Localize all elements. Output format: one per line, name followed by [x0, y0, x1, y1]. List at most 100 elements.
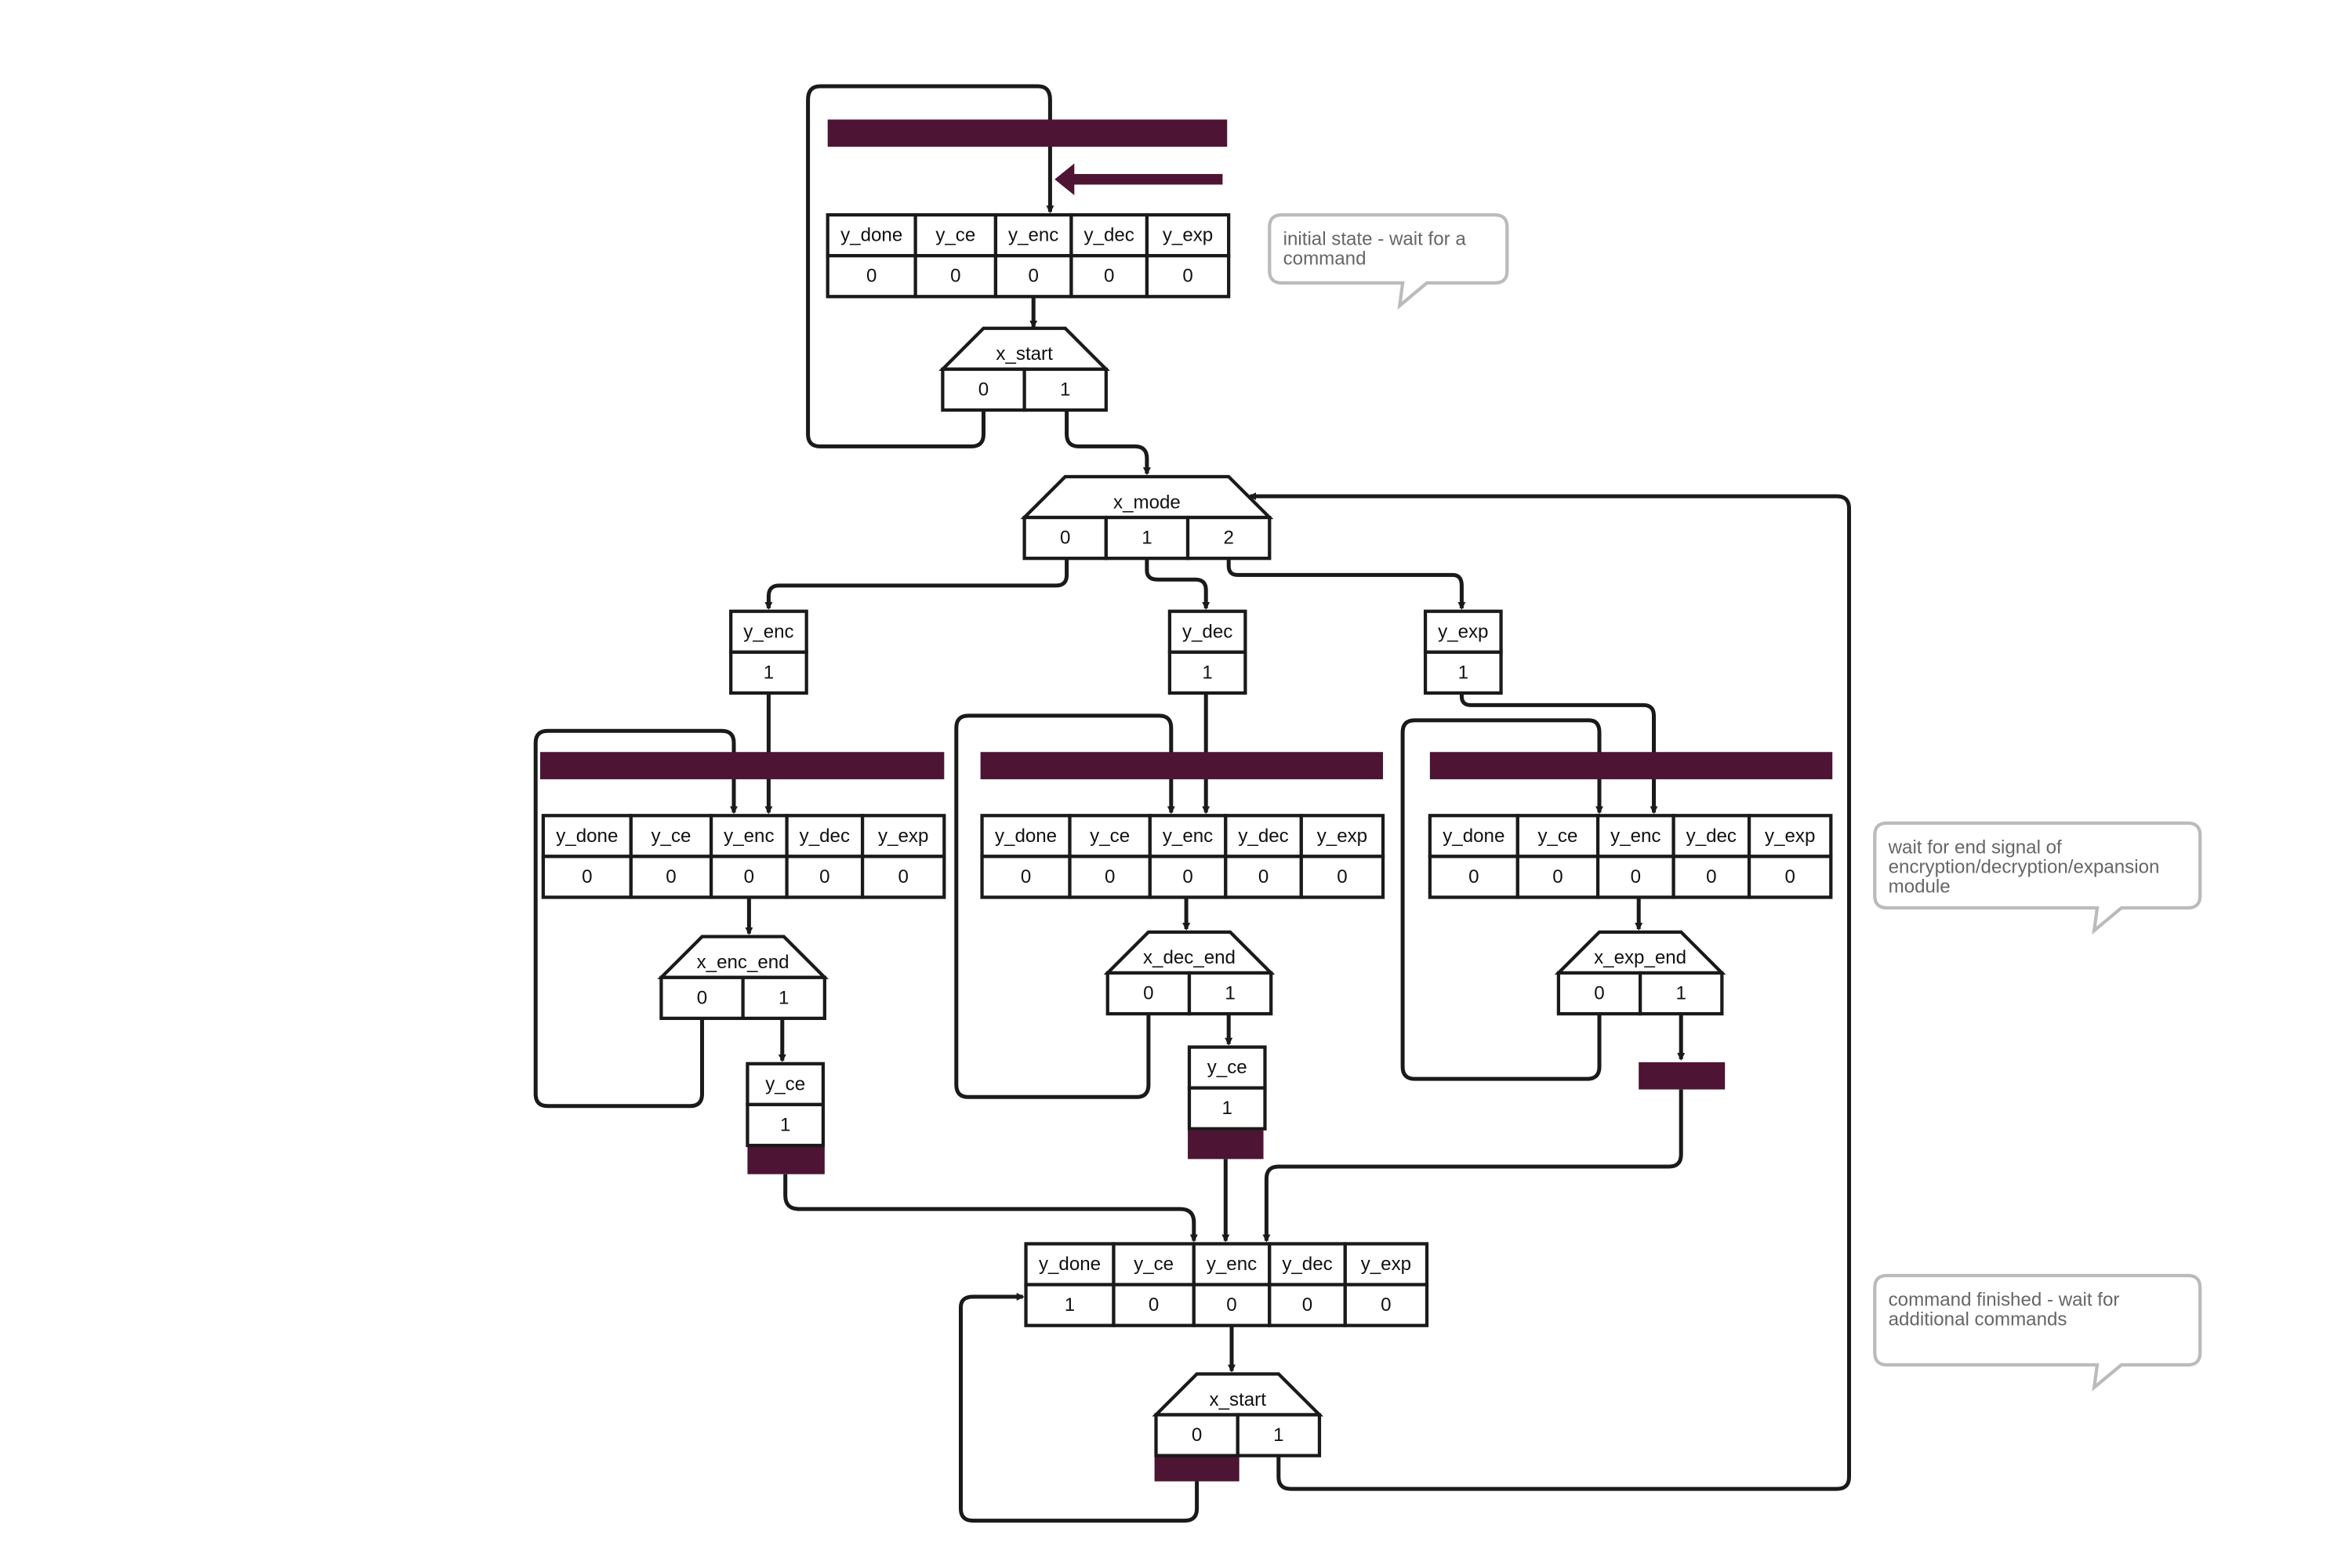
- output-name-y_enc: y_enc: [1610, 826, 1661, 847]
- state-bars: [540, 119, 1833, 1482]
- condition-name: x_start: [1210, 1389, 1267, 1410]
- output-name-y_dec: y_dec: [1686, 826, 1737, 847]
- output-name-y_enc: y_enc: [724, 826, 774, 847]
- condition-name: x_exp_end: [1594, 947, 1686, 968]
- callout-bubble: [1873, 1273, 2202, 1392]
- state-value-cell: [1268, 1283, 1347, 1327]
- loop-enc-end-0: [533, 728, 738, 1109]
- start-1-to-mode: [1065, 410, 1151, 476]
- branch-cell: [1187, 971, 1273, 1016]
- output-value-y_dec: 0: [1104, 266, 1114, 287]
- output-name-y_dec: y_dec: [1238, 826, 1288, 847]
- branch-cell: [1022, 515, 1108, 561]
- branch-label: 0: [1594, 983, 1604, 1004]
- state-header-cell: [1747, 814, 1833, 858]
- output-value-cell: [1167, 650, 1247, 695]
- branch-cell: [1022, 367, 1108, 412]
- output-box-ce_enc: y_ce 1: [746, 1062, 826, 1148]
- mode-2-to-exp: [1226, 558, 1466, 610]
- output-name-y_ce: y_ce: [1090, 826, 1130, 847]
- state-value-cell: [1299, 855, 1385, 899]
- output-value: 1: [1222, 1098, 1232, 1119]
- state-value-cell: [1343, 1283, 1429, 1327]
- output-name-y_dec: y_dec: [1282, 1254, 1332, 1275]
- output-name: y_dec: [1182, 621, 1232, 642]
- output-header-cell: [729, 609, 808, 654]
- branch-label: 1: [1273, 1425, 1283, 1446]
- callout-text: module: [1889, 876, 1951, 897]
- state-bar-expansion: [1429, 752, 1833, 779]
- final-start-1-to-mode: [1248, 492, 1852, 1491]
- output-name-y_dec: y_dec: [1084, 225, 1134, 246]
- state-bar-exit-exp: [1639, 1062, 1726, 1090]
- state-bar-initial: [827, 119, 1228, 147]
- state-value-cell: [1192, 1283, 1272, 1327]
- output-value-y_dec: 0: [1706, 866, 1716, 887]
- branch-label: 1: [1142, 528, 1152, 549]
- output-value: 1: [1202, 662, 1212, 683]
- callout-text: command finished - wait for: [1889, 1289, 2120, 1310]
- exp-exit-to-finished: [1262, 1089, 1683, 1243]
- branch-cell: [1105, 971, 1192, 1016]
- state-header-cell: [1112, 1242, 1196, 1287]
- output-name-y_exp: y_exp: [1361, 1254, 1411, 1275]
- state-value-cell: [1747, 855, 1833, 899]
- output-value-y_exp: 0: [1381, 1294, 1391, 1316]
- state-header-cell: [913, 212, 998, 258]
- branch-label: 0: [697, 987, 707, 1008]
- branch-label: 1: [1225, 983, 1235, 1004]
- output-name-y_exp: y_exp: [878, 826, 928, 847]
- branch-cell: [1104, 515, 1190, 561]
- output-value-y_done: 1: [1065, 1294, 1075, 1316]
- condition-name: x_dec_end: [1143, 947, 1236, 968]
- output-value-y_dec: 0: [1258, 866, 1269, 887]
- callout-text: command: [1283, 249, 1367, 270]
- branch-cell: [1154, 1413, 1240, 1457]
- state-header-cell: [1145, 212, 1231, 258]
- output-value-y_done: 0: [866, 266, 877, 287]
- output-value-cell: [729, 650, 808, 695]
- output-value-y_exp: 0: [898, 866, 908, 887]
- exp-output-to-state: [1459, 692, 1658, 815]
- output-value: 1: [780, 1114, 790, 1135]
- state-header-cell: [1299, 814, 1385, 858]
- state-header-cell: [1515, 814, 1600, 858]
- callout-wait_end: wait for end signal ofencryption/decrypt…: [1873, 821, 2202, 935]
- condition-name: x_enc_end: [697, 952, 789, 973]
- branch-cell: [1236, 1413, 1322, 1457]
- output-name-y_exp: y_exp: [1317, 826, 1367, 847]
- state-value-cell: [993, 254, 1073, 299]
- condition-name: x_start: [996, 343, 1053, 365]
- state-value-cell: [1428, 855, 1519, 899]
- branch-label: 0: [1143, 983, 1153, 1004]
- callout-bubble: [1268, 212, 1509, 310]
- callout-text: additional commands: [1889, 1308, 2067, 1330]
- state-value-cell: [1224, 855, 1303, 899]
- output-name-y_ce: y_ce: [651, 826, 691, 847]
- callout-text: initial state - wait for a: [1283, 228, 1467, 249]
- output-value-y_done: 0: [1468, 866, 1479, 887]
- state-header-cell: [1671, 814, 1751, 858]
- output-name: y_ce: [765, 1073, 805, 1094]
- branch-label: 0: [978, 379, 989, 400]
- state-value-cell: [913, 254, 998, 299]
- output-value-y_dec: 0: [1302, 1294, 1312, 1316]
- state-value-cell: [1024, 1283, 1116, 1327]
- state-value-cell: [1068, 855, 1152, 899]
- state-bar-decryption: [980, 752, 1384, 779]
- branch-cell: [659, 975, 745, 1021]
- mode-0-to-enc: [764, 558, 1069, 610]
- output-header-cell: [746, 1062, 826, 1107]
- loop-exp-end-0: [1400, 718, 1603, 1081]
